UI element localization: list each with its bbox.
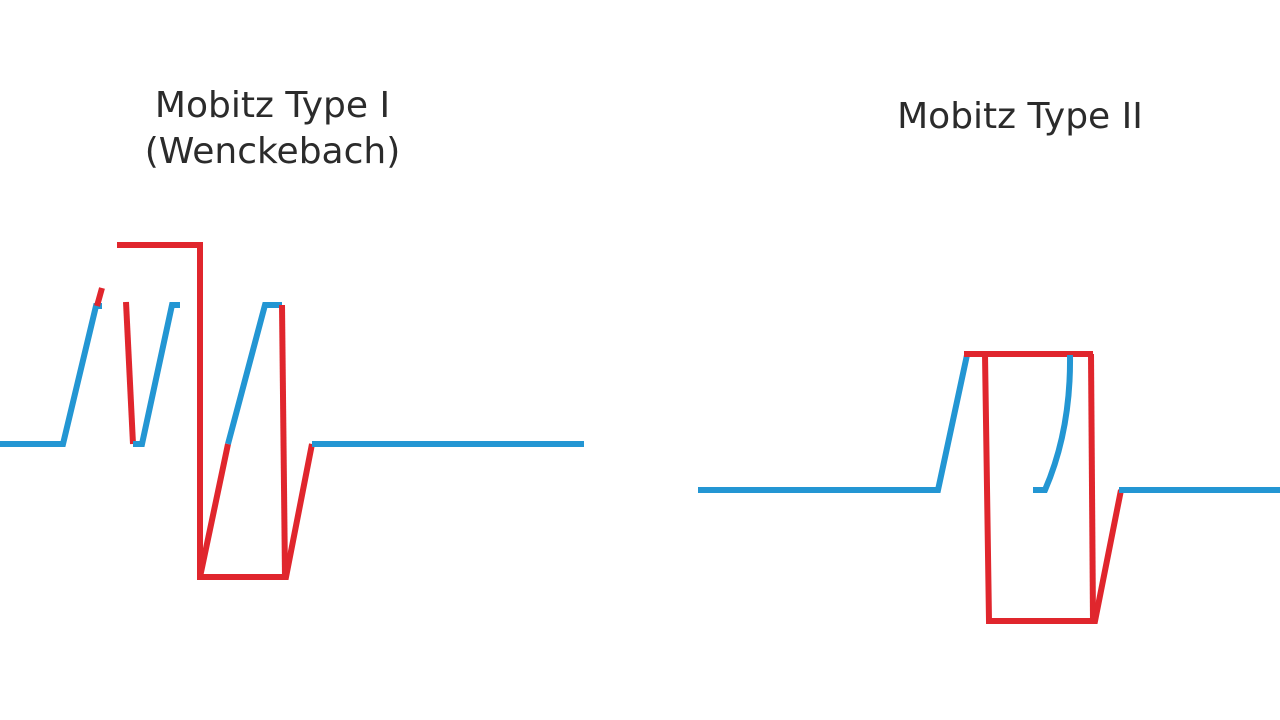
mobitz-type-2-title-line: Mobitz Type II bbox=[897, 96, 1143, 137]
right-blue-curve bbox=[1033, 354, 1074, 493]
left-red-drop bbox=[123, 301, 136, 445]
mobitz-type-1-title-line-2: (Wenckebach) bbox=[144, 131, 401, 172]
mobitz-type-2-title: Mobitz Type II bbox=[860, 94, 1180, 140]
mobitz-type-1-title: Mobitz Type I (Wenckebach) bbox=[90, 83, 455, 175]
left-blue-rise-2 bbox=[225, 302, 282, 445]
mobitz-type-1-title-line-1: Mobitz Type I bbox=[154, 85, 391, 126]
right-red-box bbox=[982, 353, 1124, 624]
left-red-inner-rise bbox=[197, 443, 231, 578]
left-blue-rise-1 bbox=[133, 302, 180, 447]
right-baseline-blue bbox=[698, 354, 970, 493]
mobitz-type-2-waveform bbox=[698, 351, 1280, 624]
right-red-right-edge bbox=[1088, 353, 1096, 622]
left-baseline-blue bbox=[0, 303, 102, 447]
left-red-descent bbox=[279, 304, 288, 578]
left-red-tick bbox=[94, 287, 105, 307]
mobitz-type-1-waveform bbox=[0, 242, 584, 580]
